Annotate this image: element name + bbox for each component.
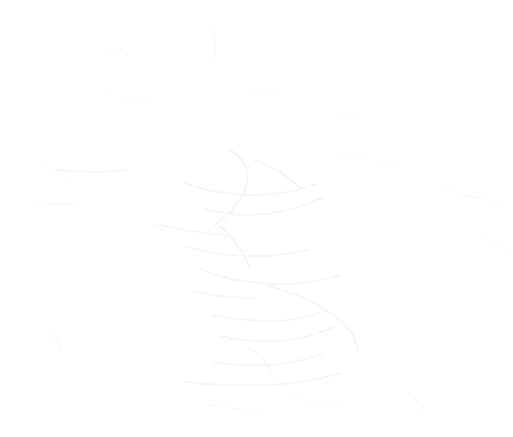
sketch-curve [184, 372, 342, 387]
wispy-stroke [56, 169, 127, 173]
faint-upper-marks [101, 27, 365, 122]
wispy-stroke [408, 391, 425, 413]
sketch-curve [199, 268, 341, 286]
sketch-curve [186, 246, 308, 258]
faint-mark [107, 49, 129, 57]
sketch-curve [204, 403, 264, 411]
sketch-curve [193, 290, 255, 299]
sketch-curve [212, 309, 328, 322]
wispy-stroke [26, 198, 80, 205]
sketch-curve [289, 397, 347, 403]
sketch-curve [214, 148, 249, 226]
faint-mark [101, 92, 155, 99]
sketch-curve [202, 197, 323, 216]
sketch-curve [253, 159, 302, 190]
sketch-curve [213, 353, 323, 367]
sketch-curve [156, 223, 227, 236]
faint-mark [331, 113, 365, 122]
sketch-curve [219, 225, 250, 267]
left-wispy-strokes [26, 157, 127, 351]
wispy-stroke [337, 155, 398, 167]
wispy-stroke [33, 157, 76, 182]
faint-mark [246, 89, 278, 96]
faint-mark [211, 27, 217, 62]
wispy-stroke [477, 231, 510, 256]
sketch-curve [182, 181, 317, 196]
wispy-stroke [45, 327, 62, 351]
sketch-curve [248, 346, 272, 375]
sketch-curve [219, 326, 335, 343]
right-wispy-strokes [337, 155, 510, 413]
central-sketch-form [156, 148, 359, 411]
sketch-curve [267, 285, 359, 351]
wispy-stroke [441, 187, 506, 204]
